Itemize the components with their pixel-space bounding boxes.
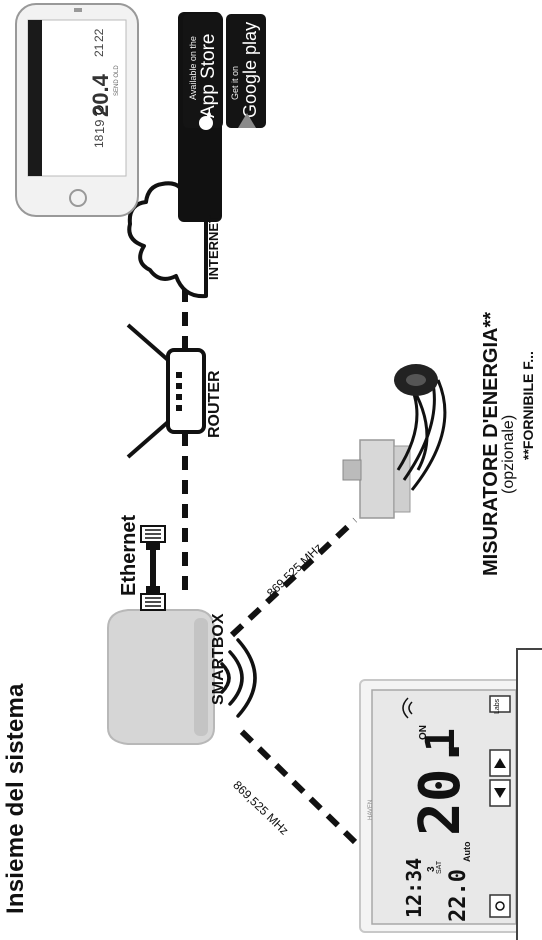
thermostat-setpoint: 22.0: [446, 869, 471, 922]
arrow-down-icon: [494, 758, 506, 768]
app-store-badge-label: App Store: [198, 33, 219, 119]
apple-logo-icon: [199, 112, 213, 130]
google-play-badge-small: Get it on: [230, 65, 240, 100]
google-play-badge-tile[interactable]: [226, 14, 266, 128]
energy-meter-optional: (opzionale): [500, 414, 517, 494]
smartphone-device: [15, 3, 139, 217]
phone-temp-18: 18: [92, 134, 106, 148]
smartbox-device: [107, 609, 215, 745]
thermostat-wifi-icon: [402, 697, 413, 719]
thermostat-day-abbr: SAT: [436, 860, 443, 874]
app-store-badge-small: Available on the: [188, 36, 198, 100]
thermostat-mode: Auto: [462, 841, 472, 863]
phone-set-label: SEND OLD: [114, 65, 120, 96]
footnote-text: **FORNIBILE F...: [520, 351, 536, 460]
ethernet-label: Ethernet: [118, 514, 140, 596]
google-play-badge-label: Google play: [240, 21, 260, 118]
footnote-box: [516, 648, 542, 940]
link-thermostat-smartbox: [232, 722, 358, 845]
smartbox-label: SMARTBOX: [210, 613, 227, 705]
google-play-logo-icon: [238, 113, 256, 128]
link-smartbox-meter: [229, 517, 358, 638]
phone-temp-22: 22: [92, 28, 106, 42]
thermostat-power-label: ON: [418, 725, 429, 740]
power-icon: [495, 901, 505, 911]
phone-temp-main: 20.4: [88, 74, 113, 117]
ethernet-cable-icon: [140, 525, 166, 611]
wireless-icon: [220, 638, 257, 718]
thermostat-time: 12:34: [402, 857, 426, 918]
router-icon: [126, 323, 206, 459]
thermostat-ok-button[interactable]: Labs: [494, 698, 501, 714]
router-label: ROUTER: [206, 370, 223, 438]
energy-meter-device: [342, 364, 447, 519]
phone-temp-21: 21: [92, 43, 106, 57]
app-store-badge-tile[interactable]: [183, 14, 223, 128]
phone-temp-19: 19: [92, 119, 107, 134]
internet-label: INTERNET: [206, 215, 221, 280]
thermostat-brand: HAVEN: [368, 799, 374, 820]
arrow-up-icon: [494, 788, 506, 798]
